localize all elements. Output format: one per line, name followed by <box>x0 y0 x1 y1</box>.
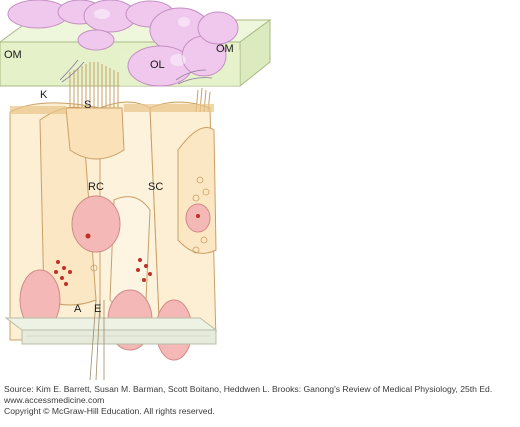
caption-url: www.accessmedicine.com <box>4 395 105 405</box>
label-s: S <box>84 99 91 111</box>
label-om-left: OM <box>4 49 22 61</box>
microvilli <box>69 62 211 113</box>
label-om-right: OM <box>216 43 234 55</box>
caption-copyright: Copyright © McGraw-Hill Education. All r… <box>4 406 215 416</box>
sensory-cell <box>65 107 125 160</box>
figure-caption: Source: Kim E. Barrett, Susan M. Barman,… <box>4 384 516 417</box>
label-e: E <box>94 303 101 315</box>
label-a: A <box>74 303 82 315</box>
granules <box>54 258 152 286</box>
label-k: K <box>40 89 48 101</box>
label-rc: RC <box>88 181 104 193</box>
label-sc: SC <box>148 181 163 193</box>
axon-bundle <box>89 299 105 381</box>
vesicles <box>90 176 210 272</box>
surface-fringe <box>10 104 214 114</box>
label-ol: OL <box>150 59 165 71</box>
lumen-highlights <box>94 9 190 66</box>
nerve-fibers <box>59 59 213 85</box>
basal-lamina <box>4 317 218 345</box>
lumen-blobs <box>7 0 239 87</box>
caption-source: Source: Kim E. Barrett, Susan M. Barman,… <box>4 384 493 394</box>
